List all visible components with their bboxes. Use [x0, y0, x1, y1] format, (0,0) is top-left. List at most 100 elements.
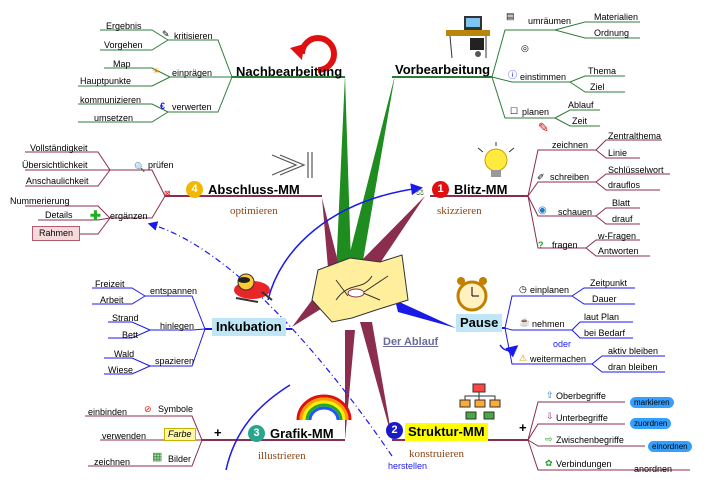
node-linie[interactable]: Linie [608, 148, 628, 158]
branch-umraeumen[interactable]: umräumen [528, 16, 572, 26]
node-zeit[interactable]: Zeit [572, 116, 588, 126]
node-einordnen[interactable]: einordnen [648, 441, 692, 452]
node-drauf[interactable]: drauf [612, 214, 633, 224]
nachbearbeitung-title[interactable]: Nachbearbeitung [236, 64, 343, 79]
branch-oberbegriffe[interactable]: Oberbegriffe [556, 391, 606, 401]
node-zentralthema[interactable]: Zentralthema [608, 131, 662, 141]
node-blatt[interactable]: Blatt [612, 198, 631, 208]
branch-entspannen[interactable]: entspannen [150, 286, 198, 296]
relaxing-figure-illustration [234, 273, 273, 303]
branch-symbole[interactable]: Symbole [158, 404, 194, 414]
pencil-icon: ✎ [162, 29, 170, 39]
branch-ergaenzen[interactable]: ergänzen [110, 211, 148, 221]
branch-spazieren[interactable]: spazieren [155, 356, 195, 366]
node-markieren[interactable]: markieren [630, 397, 674, 408]
center-label: Der Ablauf [383, 336, 439, 348]
blitz-title[interactable]: Blitz-MM [454, 182, 508, 197]
node-dran-bleiben[interactable]: dran bleiben [608, 362, 658, 372]
down-arrow-icon: ⇩ [546, 411, 554, 421]
question-icon: ? [538, 240, 544, 250]
branch-verbindungen[interactable]: Verbindungen [556, 459, 612, 469]
grafik-number-badge: 3 [248, 425, 265, 442]
branch-zwischenbegriffe[interactable]: Zwischenbegriffe [556, 435, 624, 445]
node-rahmen[interactable]: Rahmen [32, 226, 80, 241]
node-nummerierung[interactable]: Nummerierung [10, 196, 70, 206]
branch-zeichnen[interactable]: zeichnen [552, 140, 589, 150]
node-details[interactable]: Details [45, 210, 73, 220]
plus-sign-struktur: + [519, 420, 527, 435]
branch-bilder[interactable]: Bilder [168, 454, 192, 464]
node-materialien[interactable]: Materialien [594, 12, 639, 22]
branch-hinlegen[interactable]: hinlegen [160, 321, 195, 331]
node-thema[interactable]: Thema [588, 66, 617, 76]
blitz-number-badge: 1 [432, 181, 449, 198]
branch-nachbearbeitung [335, 75, 352, 295]
node-kommunizieren[interactable]: kommunizieren [80, 95, 142, 105]
up-arrow-icon: ⇧ [546, 390, 554, 400]
branch-farbe[interactable]: Farbe [164, 428, 196, 441]
struktur-title[interactable]: Struktur-MM [405, 423, 488, 441]
node-wiese[interactable]: Wiese [108, 365, 134, 375]
struktur-link-label: herstellen [388, 461, 428, 471]
node-anordnen[interactable]: anordnen [634, 464, 673, 474]
node-verwenden[interactable]: verwenden [102, 431, 147, 441]
node-bei-bedarf[interactable]: bei Bedarf [584, 328, 626, 338]
branch-fragen[interactable]: fragen [552, 240, 578, 250]
branch-pruefen[interactable]: prüfen [148, 160, 174, 170]
node-uebersichtlichkeit[interactable]: Übersichtlichkeit [22, 160, 88, 170]
node-wald[interactable]: Wald [114, 349, 135, 359]
node-umsetzen[interactable]: umsetzen [94, 113, 134, 123]
node-ablauf[interactable]: Ablauf [568, 100, 594, 110]
branch-weitermachen[interactable]: weitermachen [530, 354, 587, 364]
branch-einplanen[interactable]: einplanen [530, 285, 570, 295]
node-ergebnis[interactable]: Ergebnis [106, 21, 142, 31]
node-freizeit[interactable]: Freizeit [95, 279, 125, 289]
node-w-fragen[interactable]: w-Fragen [598, 231, 637, 241]
node-arbeit[interactable]: Arbeit [100, 295, 124, 305]
node-hauptpunkte[interactable]: Hauptpunkte [80, 76, 132, 86]
inkubation-title[interactable]: Inkubation [212, 318, 286, 336]
node-schluesselwort[interactable]: Schlüsselwort [608, 165, 664, 175]
speech-bubble-icon: ◎ [521, 43, 529, 53]
branch-nehmen[interactable]: nehmen [532, 319, 565, 329]
pause-title[interactable]: Pause [456, 314, 503, 332]
branch-schauen[interactable]: schauen [558, 207, 593, 217]
branch-grafik [345, 330, 355, 440]
node-zuordnen[interactable]: zuordnen [630, 418, 672, 429]
write-icon: ✐ [537, 172, 545, 182]
abschluss-title[interactable]: Abschluss-MM [208, 182, 300, 197]
node-laut-plan[interactable]: laut Plan [584, 312, 620, 322]
struktur-number-badge: 2 [386, 422, 403, 439]
node-ordnung[interactable]: Ordnung [594, 28, 630, 38]
node-bett[interactable]: Bett [122, 330, 139, 340]
branch-kritisieren[interactable]: kritisieren [174, 31, 213, 41]
branch-verwerten[interactable]: verwerten [172, 102, 212, 112]
blitz-subtitle: skizzieren [437, 205, 482, 217]
branch-einstimmen[interactable]: einstimmen [520, 72, 567, 82]
branch-planen[interactable]: planen [522, 107, 550, 117]
node-vorgehen[interactable]: Vorgehen [104, 40, 143, 50]
node-zeichnen-grafik[interactable]: zeichnen [94, 457, 131, 467]
branch-einpraegen[interactable]: einprägen [172, 68, 213, 78]
node-anschaulichkeit[interactable]: Anschaulichkeit [26, 176, 89, 186]
node-zeitpunkt[interactable]: Zeitpunkt [590, 278, 628, 288]
node-drauflos[interactable]: drauflos [608, 180, 641, 190]
vorbearbeitung-title[interactable]: Vorbearbeitung [395, 62, 491, 77]
no-sign-icon: ⊘ [144, 404, 152, 414]
node-strand[interactable]: Strand [112, 313, 139, 323]
close-icon: ⊠ [164, 189, 171, 198]
branch-struktur [360, 322, 392, 438]
info-icon: ⓘ [508, 70, 518, 80]
branch-schreiben[interactable]: schreiben [550, 172, 590, 182]
node-vollstaendigkeit[interactable]: Vollständigkeit [30, 143, 88, 153]
node-ziel[interactable]: Ziel [590, 82, 605, 92]
node-einbinden[interactable]: einbinden [88, 407, 128, 417]
node-antworten[interactable]: Antworten [598, 246, 639, 256]
warning-icon: ⚠ [519, 353, 528, 363]
grafik-subtitle: illustrieren [258, 450, 306, 462]
branch-unterbegriffe[interactable]: Unterbegriffe [556, 413, 608, 423]
node-map[interactable]: Map [113, 59, 131, 69]
node-aktiv-bleiben[interactable]: aktiv bleiben [608, 346, 659, 356]
grafik-title[interactable]: Grafik-MM [270, 426, 334, 441]
node-dauer[interactable]: Dauer [592, 294, 617, 304]
